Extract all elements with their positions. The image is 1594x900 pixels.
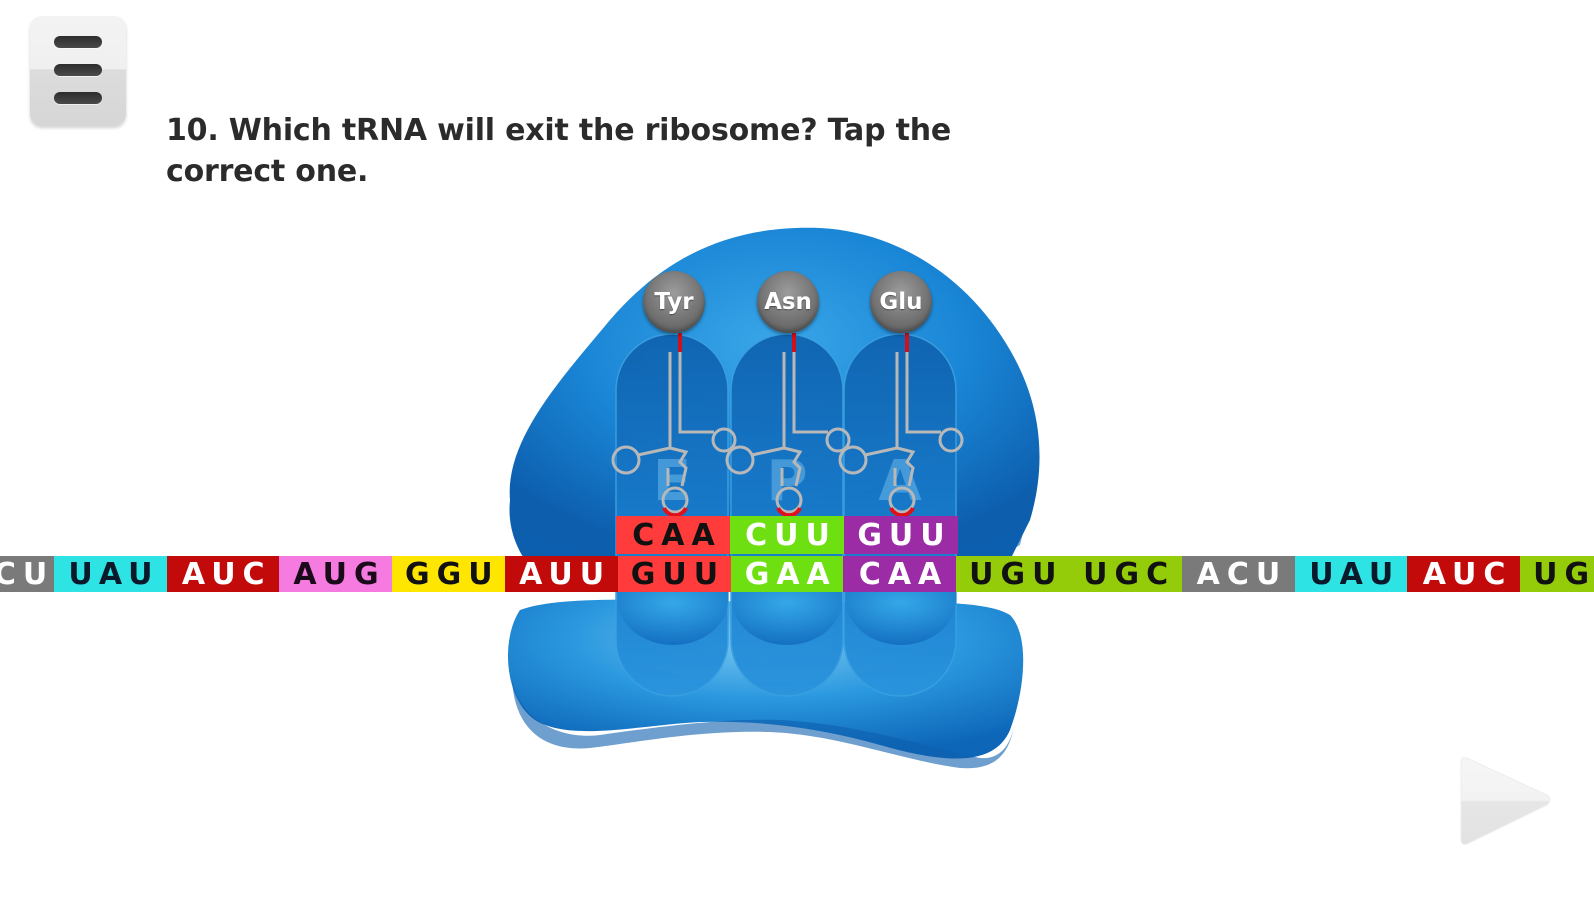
mrna-codon: AUC [1407, 556, 1521, 592]
trna-anticodon[interactable]: CAA [616, 516, 731, 554]
menu-button[interactable] [30, 16, 126, 126]
mrna-codon: UGU [1520, 556, 1594, 592]
mrna-codon: UAU [1294, 556, 1408, 592]
mrna-codon: UGC [1069, 556, 1183, 592]
mrna-codon: ACU [0, 556, 55, 592]
mrna-codon: UGU [956, 556, 1070, 592]
next-button[interactable] [1455, 755, 1555, 850]
mrna-codon: UAU [53, 556, 168, 592]
mrna-codon: AUU [505, 556, 619, 592]
mrna-codon: CAA [843, 556, 957, 592]
mrna-codon: AUG [279, 556, 393, 592]
mrna-codon: AUC [166, 556, 280, 592]
trna-anticodon[interactable]: CUU [730, 516, 845, 554]
mrna-codon: GGU [392, 556, 506, 592]
amino-acid-tyr[interactable]: Tyr [643, 271, 705, 333]
amino-acid-glu[interactable]: Glu [870, 271, 932, 333]
question-prompt: 10. Which tRNA will exit the ribosome? T… [166, 113, 952, 189]
trna-anticodon[interactable]: GUU [844, 516, 958, 554]
mrna-codon: GAA [730, 556, 844, 592]
mrna-codon: ACU [1181, 556, 1296, 592]
amino-acid-asn[interactable]: Asn [757, 271, 819, 333]
play-arrow-icon [1460, 757, 1551, 845]
mrna-codon: GUU [617, 556, 732, 592]
